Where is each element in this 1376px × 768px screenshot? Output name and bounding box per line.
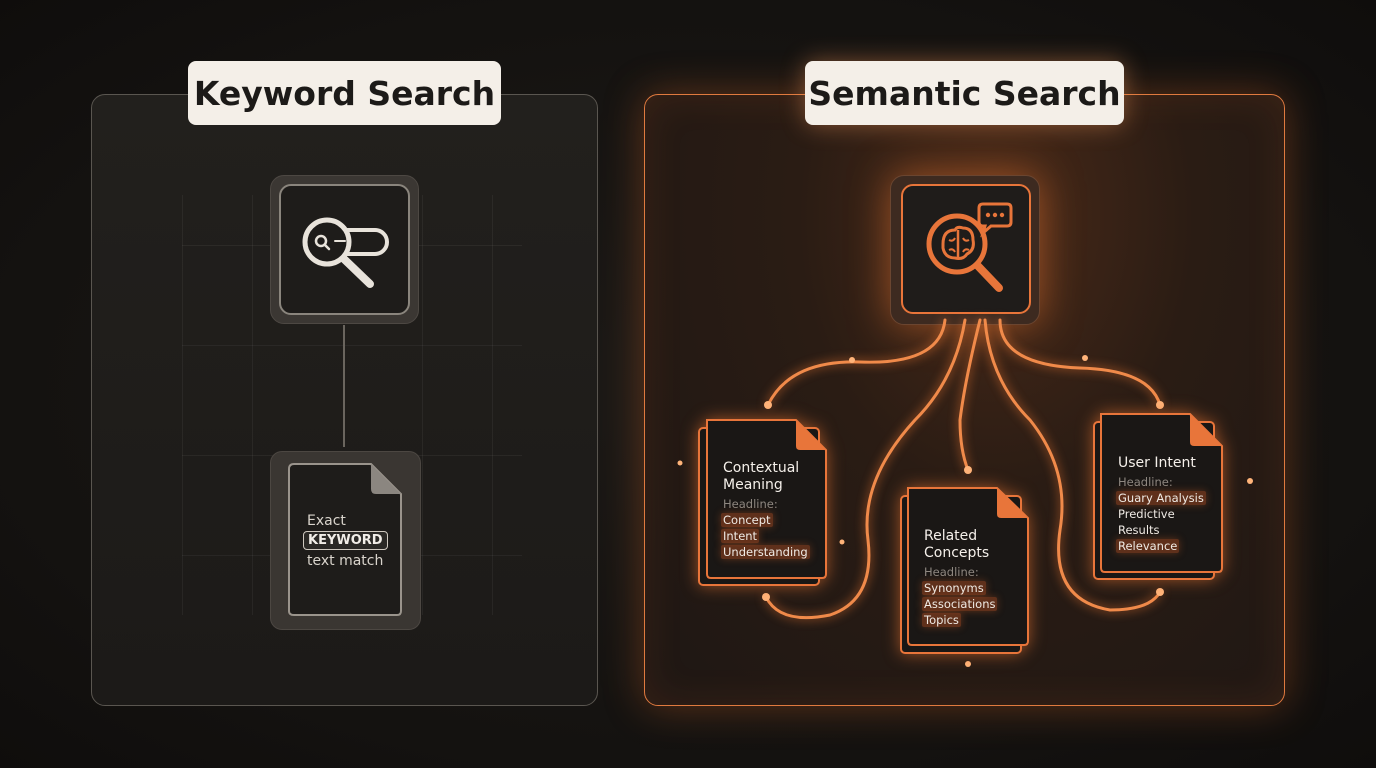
semantic-icon-tile [901,184,1031,314]
card-intent-item: Guary Analysis [1116,491,1206,505]
card-intent-sub: Headline: [1118,475,1173,489]
card-contextual-item: Intent [721,529,759,543]
card-intent-item: Predictive [1116,507,1177,521]
keyword-connector-line [343,325,345,447]
keyword-search-title: Keyword Search [188,61,501,125]
card-contextual-title: Contextual Meaning [723,460,813,494]
card-intent-item: Relevance [1116,539,1179,553]
card-related-item: Topics [922,613,961,627]
keyword-icon-tile [279,184,410,315]
brain-magnifier-chat-icon [903,186,1033,316]
card-related-item: Associations [922,597,997,611]
keyword-highlight: KEYWORD [303,531,388,550]
card-related-sub: Headline: [924,565,979,579]
card-intent-item: Results [1116,523,1162,537]
card-contextual-item: Concept [721,513,773,527]
card-related-item: Synonyms [922,581,986,595]
card-intent-title: User Intent [1118,455,1196,472]
keyword-doc-line: text match [307,553,383,569]
keyword-doc-line: Exact [307,513,346,529]
card-contextual-sub: Headline: [723,497,778,511]
magnifier-search-bar-icon [281,186,412,317]
card-related-title: Related Concepts [924,528,1014,562]
semantic-search-title: Semantic Search [805,61,1124,125]
card-contextual-item: Understanding [721,545,810,559]
